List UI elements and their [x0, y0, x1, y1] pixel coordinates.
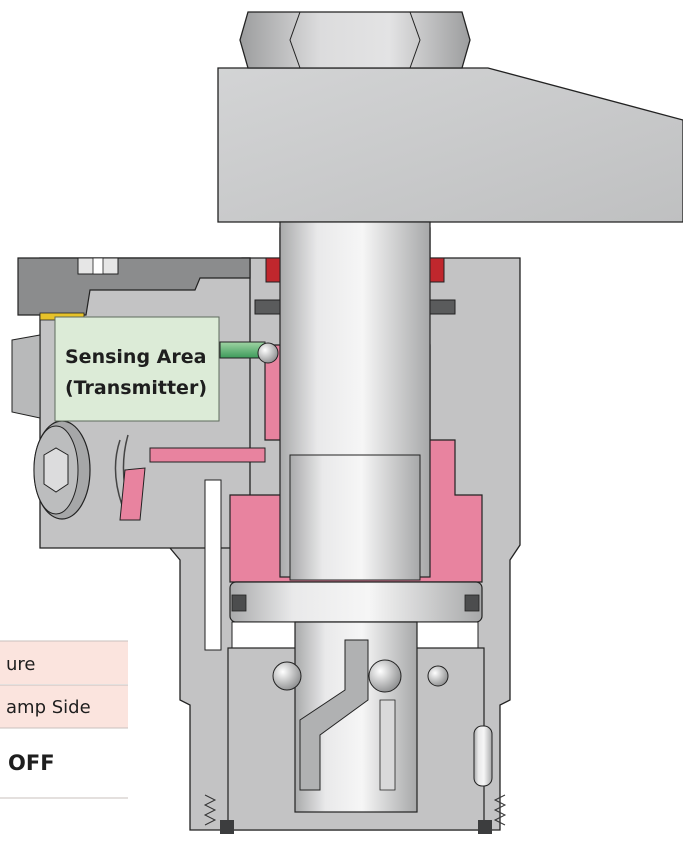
piston-ring-left: [231, 594, 247, 612]
cam-groove: [299, 639, 369, 791]
side-plug: [11, 334, 41, 419]
clamp-body: [242, 222, 280, 250]
vent-slot: [204, 479, 222, 651]
hex-socket-icon: [43, 447, 69, 493]
sensor-bolt-slot: [92, 257, 104, 275]
cam-ball-left: [272, 661, 302, 691]
piston-rod-lower: [289, 454, 421, 581]
nut-flat-left: [289, 11, 301, 69]
piston-disc: [229, 581, 483, 623]
sensing-label-line1: Sensing Area: [65, 346, 206, 368]
piston-ring-right: [464, 594, 480, 612]
seal-dark-left: [254, 299, 281, 315]
nut-flat-right: [409, 11, 421, 69]
locating-pin: [473, 725, 493, 787]
clamp-arm: [217, 67, 683, 223]
bottom-thread-right: [493, 794, 507, 826]
sensing-area-box: [54, 316, 220, 422]
bottom-seal-left: [220, 820, 234, 834]
bottom-thread-left: [203, 794, 217, 826]
status-row-2: amp Side: [6, 697, 91, 718]
seal-dark-right: [429, 299, 456, 315]
pressure-passage: [149, 447, 266, 463]
status-row-2-bg: [0, 685, 128, 728]
clamp-nut: [239, 11, 471, 69]
sensing-ball: [257, 342, 279, 364]
sensing-label-line2: (Transmitter): [65, 377, 207, 399]
seal-red-right: [429, 257, 445, 283]
status-value: OFF: [8, 751, 55, 775]
cam-ball-far: [427, 665, 449, 687]
pressure-passage-vertical: [119, 467, 146, 521]
cam-groove-right: [379, 699, 396, 791]
cam-ball-right: [368, 659, 402, 693]
seal-red-left: [265, 257, 281, 283]
bottom-seal-right: [478, 820, 492, 834]
status-row-1: ure: [6, 654, 36, 675]
status-row-1-bg: [0, 641, 128, 684]
